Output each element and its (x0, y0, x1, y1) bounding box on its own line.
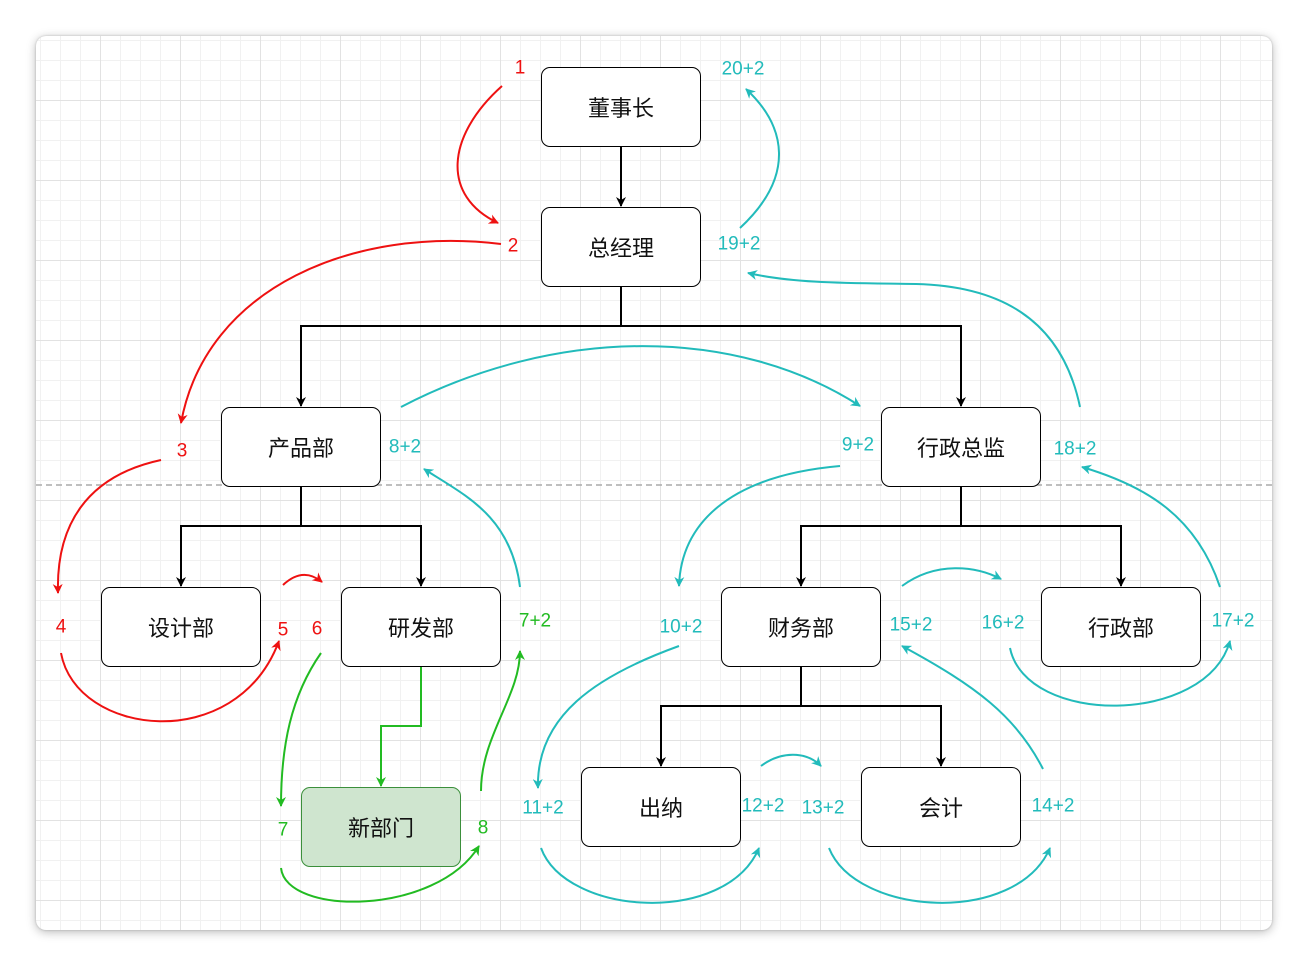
node-chairman[interactable]: 董事长 (541, 67, 701, 147)
teal-arrow-9p2-10p2 (674, 465, 841, 587)
edge-finance-accounting (801, 705, 946, 767)
teal-arrow-8p2-9p2 (400, 345, 861, 408)
node-general-manager[interactable]: 总经理 (541, 207, 701, 287)
step-label: 6 (311, 618, 323, 640)
node-admin-dept[interactable]: 行政部 (1041, 587, 1201, 667)
teal-arrow-18p2-19p2 (747, 270, 1081, 408)
teal-arrow-16p2-17p2 (1009, 640, 1233, 707)
edge-admin-branch (796, 487, 962, 587)
node-product-dept[interactable]: 产品部 (221, 407, 381, 487)
teal-arrow-10p2-11p2 (532, 645, 680, 789)
step-label: 12+2 (741, 795, 785, 817)
edge-finance-branch (656, 667, 802, 767)
step-label: 8 (477, 817, 489, 839)
teal-traversal (400, 88, 1233, 904)
teal-arrow-14p2-15p2 (901, 645, 1044, 770)
step-label: 18+2 (1053, 438, 1097, 460)
step-label: 10+2 (659, 616, 703, 638)
green-arrow-7-8 (280, 845, 480, 903)
step-label: 19+2 (717, 233, 761, 255)
step-label: 3 (176, 440, 188, 462)
red-arrow-5-6 (282, 572, 323, 586)
step-label: 1 (514, 57, 526, 79)
teal-arrow-7p2-8p2 (423, 468, 521, 588)
edge-rd-new (376, 667, 422, 787)
green-arrow-6-7 (276, 652, 322, 807)
node-admin-director[interactable]: 行政总监 (881, 407, 1041, 487)
edge-product-branch (176, 487, 302, 587)
teal-arrow-19p2-20p2 (739, 88, 780, 229)
step-label: 17+2 (1211, 610, 1255, 632)
edge-product-rd (301, 525, 426, 587)
step-label: 7+2 (518, 610, 552, 632)
teal-arrow-15p2-16p2 (901, 567, 1002, 587)
node-accounting[interactable]: 会计 (861, 767, 1021, 847)
teal-arrow-11p2-12p2 (540, 847, 761, 904)
diagram-canvas: 董事长 总经理 产品部 行政总监 设计部 研发部 财务部 行政部 新部门 出纳 … (36, 36, 1272, 930)
step-label: 16+2 (981, 612, 1025, 634)
node-finance-dept[interactable]: 财务部 (721, 587, 881, 667)
edge-gm-admin (621, 325, 966, 407)
connector-layer (36, 85, 1272, 904)
step-label: 14+2 (1031, 795, 1075, 817)
green-arrow-8-7p2 (480, 650, 525, 792)
node-new-dept[interactable]: 新部门 (301, 787, 461, 867)
red-arrow-3-4 (52, 459, 162, 594)
red-arrow-1-2 (456, 85, 503, 224)
node-design-dept[interactable]: 设计部 (101, 587, 261, 667)
teal-arrow-17p2-18p2 (1081, 464, 1221, 588)
step-label: 5 (277, 619, 289, 641)
step-label: 9+2 (841, 434, 875, 456)
red-arrow-2-3 (177, 239, 502, 424)
edge-admin-admindept (961, 525, 1126, 587)
red-arrow-4-5 (60, 640, 281, 723)
node-cashier[interactable]: 出纳 (581, 767, 741, 847)
teal-arrow-13p2-14p2 (828, 847, 1051, 904)
step-label: 4 (55, 616, 67, 638)
edge-gm-branch (296, 287, 622, 407)
green-traversal (276, 650, 525, 903)
teal-arrow-12p2-13p2 (760, 753, 822, 767)
step-label: 8+2 (388, 436, 422, 458)
step-label: 15+2 (889, 614, 933, 636)
step-label: 13+2 (801, 797, 845, 819)
step-label: 11+2 (522, 797, 564, 819)
red-traversal (52, 85, 503, 723)
step-label: 20+2 (721, 58, 765, 80)
node-rd-dept[interactable]: 研发部 (341, 587, 501, 667)
tree-edges (176, 147, 1126, 767)
step-label: 7 (277, 819, 289, 841)
step-label: 2 (507, 235, 519, 257)
